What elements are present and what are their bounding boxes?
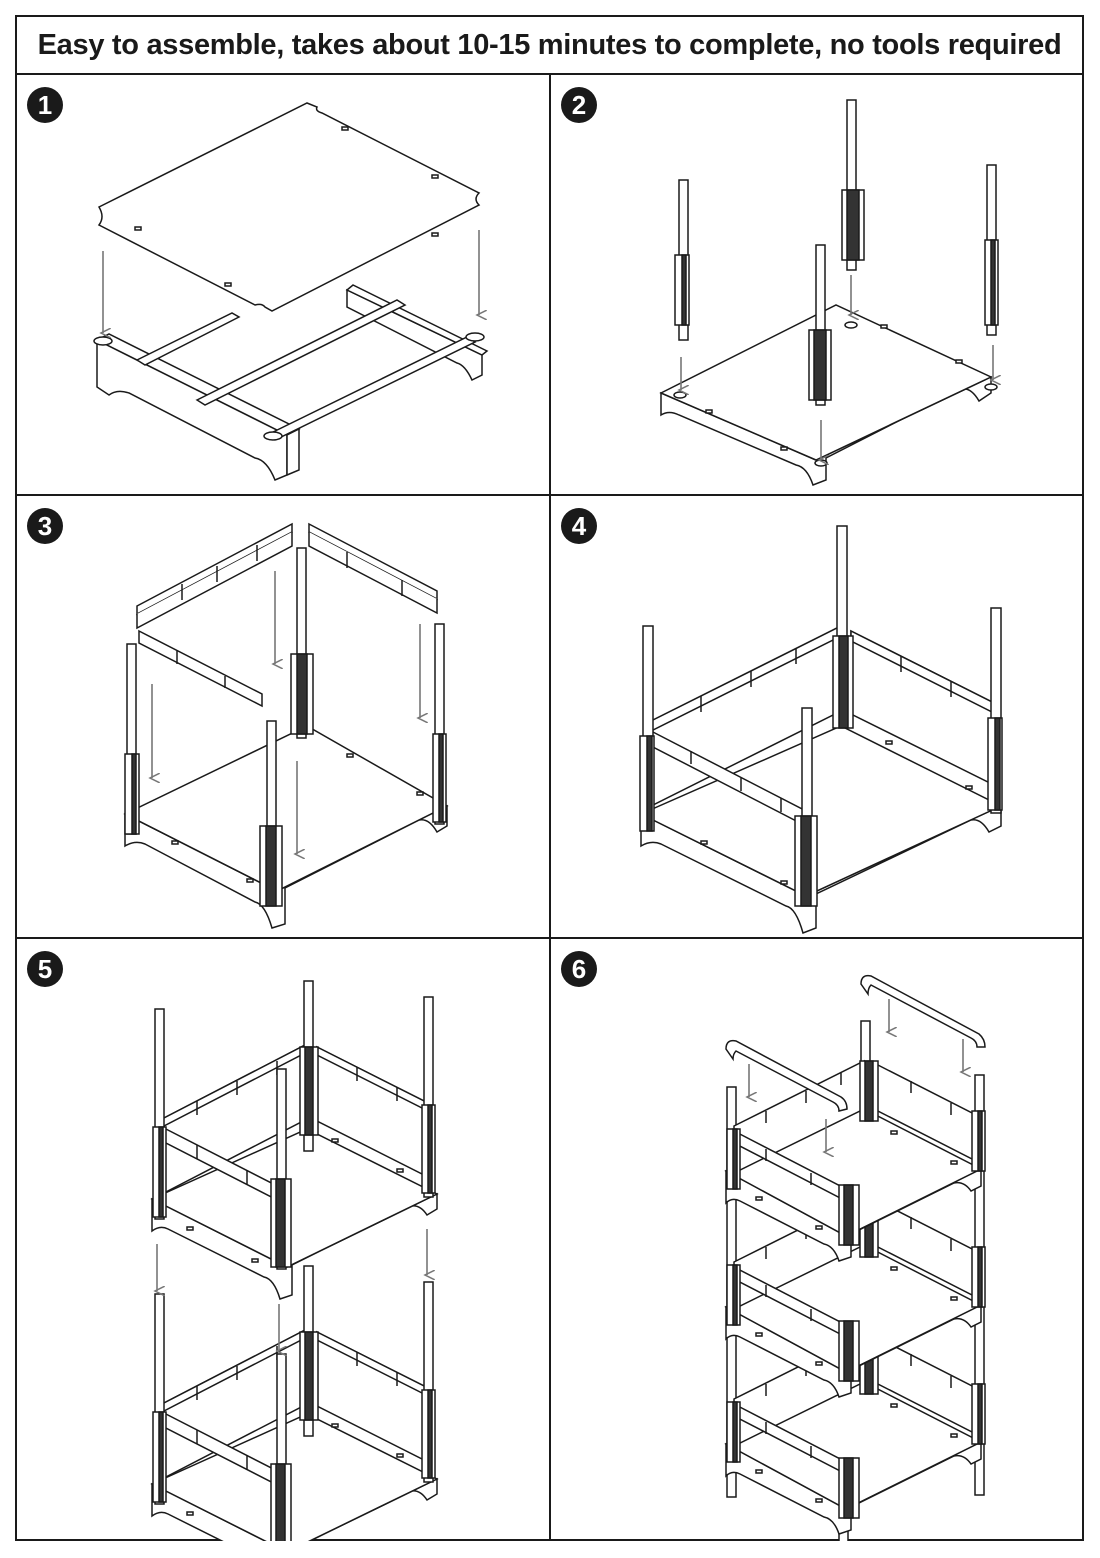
step-5-panel: 5 [17,939,549,1541]
step-2-illustration [551,75,1082,494]
step-5-illustration [17,939,549,1541]
step-1-panel: 1 [17,75,549,494]
step-3-panel: 3 [17,496,549,937]
title-bar: Easy to assemble, takes about 10-15 minu… [17,17,1082,75]
instruction-sheet: Easy to assemble, takes about 10-15 minu… [15,15,1084,1541]
step-3-illustration [17,496,549,937]
step-2-panel: 2 [551,75,1082,494]
step-6-illustration [551,939,1082,1541]
page-title: Easy to assemble, takes about 10-15 minu… [38,29,1062,62]
step-4-panel: 4 [551,496,1082,937]
step-1-illustration [17,75,549,494]
step-4-illustration [551,496,1082,937]
step-6-panel: 6 [551,939,1082,1541]
